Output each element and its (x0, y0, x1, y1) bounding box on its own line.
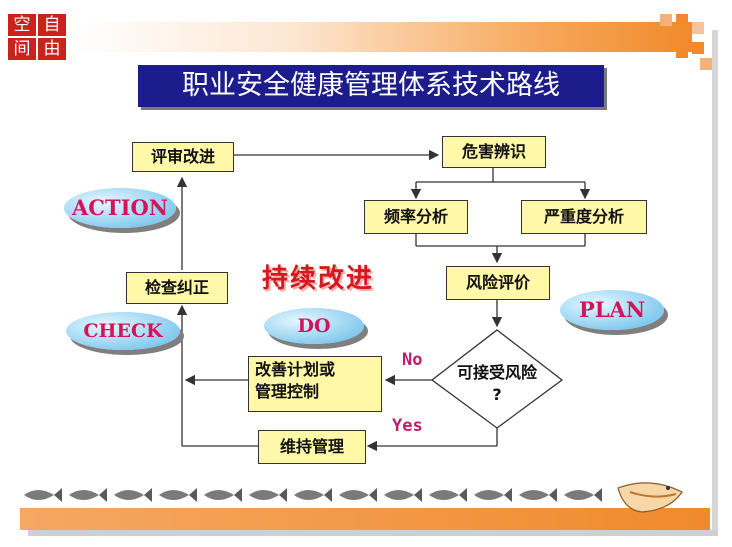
no-branch-label: No (402, 350, 423, 370)
risk-evaluation-box: 风险评价 (446, 266, 550, 300)
fish-icon (24, 488, 62, 502)
fish-icon (339, 488, 377, 502)
fish-icon (204, 488, 242, 502)
improvement-plan-line1: 改善计划或 (255, 360, 336, 379)
fish-icon (159, 488, 197, 502)
maintain-management-box: 维持管理 (258, 430, 366, 464)
fish-icon (384, 488, 422, 502)
plan-oval: PLAN (560, 290, 664, 330)
frequency-analysis-box: 频率分析 (364, 200, 468, 234)
fish-icon (564, 488, 602, 502)
fish-icon (519, 488, 557, 502)
check-oval: CHECK (66, 312, 180, 350)
top-decoration-squares (660, 14, 720, 74)
action-oval: ACTION (64, 188, 176, 228)
decision-diamond (430, 329, 564, 429)
logo-char: 空 (8, 14, 36, 36)
page-title: 职业安全健康管理体系技术路线 (138, 65, 604, 107)
bottom-decoration-band (20, 508, 710, 530)
continuous-improvement-label: 持续改进 (262, 264, 375, 294)
logo: 空 自 间 由 (8, 14, 68, 62)
fish-icon (474, 488, 512, 502)
bottom-shadow (28, 530, 718, 536)
pelican-icon (617, 482, 683, 513)
decision-label: 可接受风险 ? (432, 362, 562, 406)
inspect-correct-box: 检查纠正 (126, 272, 228, 304)
fish-icon (429, 488, 467, 502)
logo-char: 由 (38, 38, 66, 60)
fish-icon (69, 488, 107, 502)
fish-icon (114, 488, 152, 502)
improvement-plan-box: 改善计划或 管理控制 (248, 356, 382, 412)
severity-analysis-box: 严重度分析 (521, 200, 647, 234)
improvement-plan-line2: 管理控制 (255, 382, 320, 401)
fish-decoration-row (24, 488, 602, 502)
right-shadow (712, 30, 718, 530)
fish-icon (249, 488, 287, 502)
decision-line2: ? (492, 385, 502, 404)
fish-icon (294, 488, 332, 502)
do-oval: DO (264, 308, 364, 344)
decision-line1: 可接受风险 (456, 363, 537, 382)
hazard-identification-box: 危害辨识 (442, 136, 546, 168)
top-decoration-band (72, 22, 692, 52)
review-improve-box: 评审改进 (132, 142, 234, 172)
yes-branch-label: Yes (392, 416, 423, 436)
logo-char: 间 (8, 38, 36, 60)
logo-char: 自 (38, 14, 66, 36)
